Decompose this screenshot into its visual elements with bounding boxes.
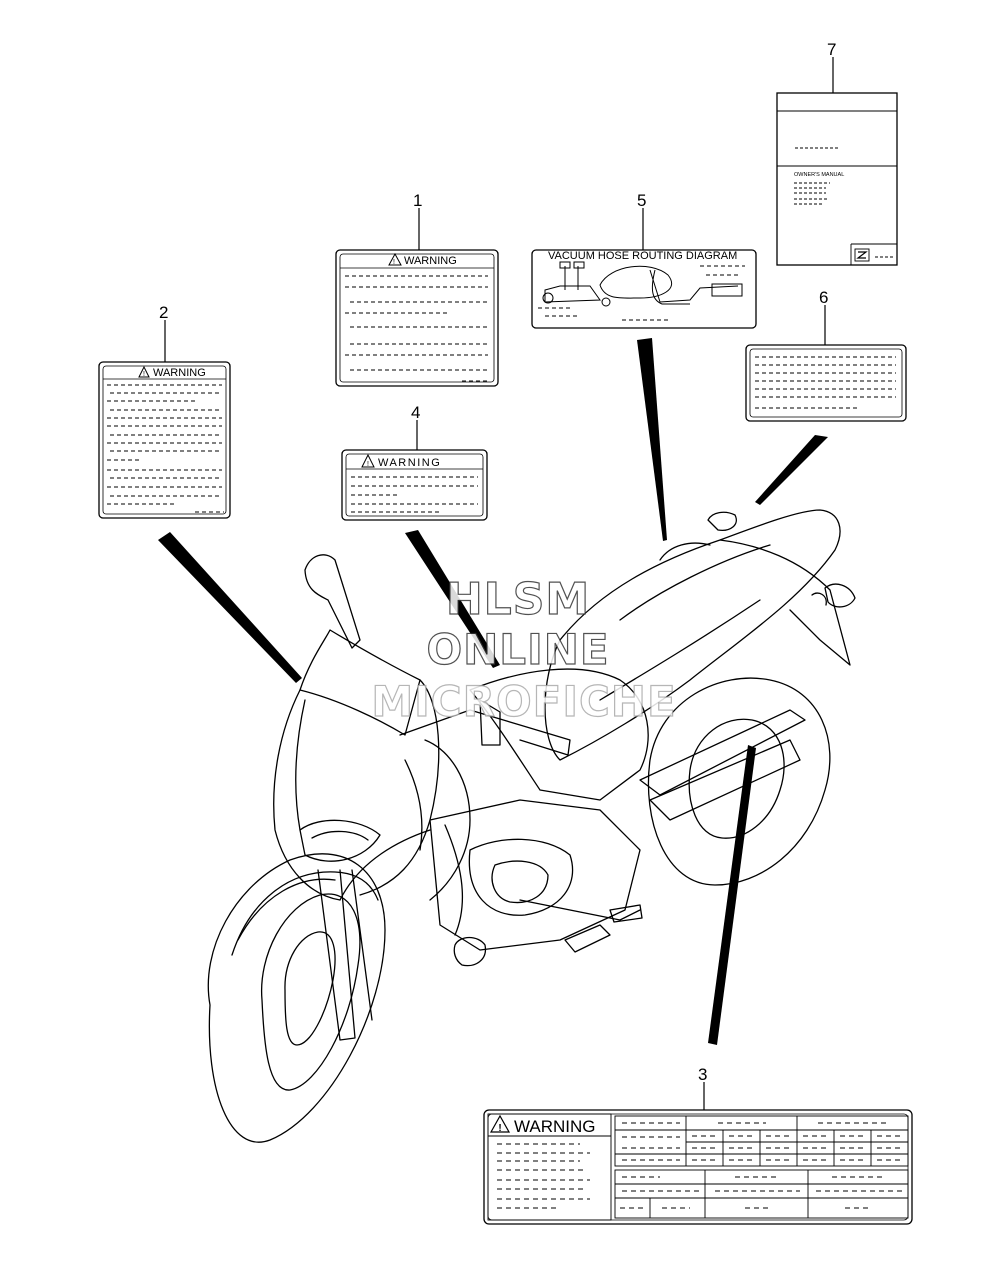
callout-3: 3: [698, 1065, 707, 1084]
svg-text:!: !: [498, 1123, 501, 1134]
owners-manual: OWNER'S MANUAL: [776, 92, 898, 266]
warning-triangle-icon: [361, 453, 375, 468]
callout-1: 1: [413, 191, 422, 210]
label-1: ! WARNING: [335, 249, 499, 387]
label-1-heading: WARNING: [404, 255, 457, 267]
label-4-heading: WARNING: [378, 457, 441, 469]
manual-title: OWNER'S MANUAL: [794, 172, 844, 178]
leader-label-2: [158, 532, 302, 683]
svg-text:!: !: [367, 461, 369, 468]
leader-label-6: [755, 435, 828, 505]
label-2: ! WARNING: [98, 361, 231, 519]
label-3: ! WARNING: [483, 1109, 913, 1225]
label-5: VACUUM HOSE ROUTING DIAGRAM: [531, 249, 757, 329]
svg-text:!: !: [143, 371, 145, 378]
label-5-heading: VACUUM HOSE ROUTING DIAGRAM: [548, 250, 737, 262]
callout-7: 7: [827, 40, 836, 59]
callout-2: 2: [159, 303, 168, 322]
svg-text:!: !: [393, 259, 395, 266]
label-6: [745, 344, 907, 422]
callout-4: 4: [411, 403, 420, 422]
watermark-line-3: MICROFICHE: [371, 677, 676, 726]
callout-5: 5: [637, 191, 646, 210]
leader-label-3: [708, 745, 756, 1045]
warning-triangle-icon: [138, 365, 150, 378]
watermark-line-1: HLSM: [446, 574, 590, 625]
callout-lines: [164, 57, 834, 1110]
motorcycle-drawing: [207, 509, 856, 1143]
watermark: HLSM ONLINE MICROFICHE: [371, 573, 676, 726]
label-2-heading: WARNING: [153, 367, 206, 379]
leader-lines: [158, 338, 828, 1045]
callout-numbers: 1 2 3 4 5 6 7: [159, 40, 836, 1084]
warning-triangle-icon: [388, 252, 402, 266]
label-3-heading: WARNING: [514, 1117, 596, 1136]
label-4: ! WARNING: [341, 449, 488, 521]
warning-triangle-icon: [489, 1114, 511, 1133]
callout-6: 6: [819, 288, 828, 307]
leader-label-5: [637, 338, 667, 541]
watermark-line-2: ONLINE: [426, 625, 609, 674]
leader-label-4: [405, 530, 500, 668]
